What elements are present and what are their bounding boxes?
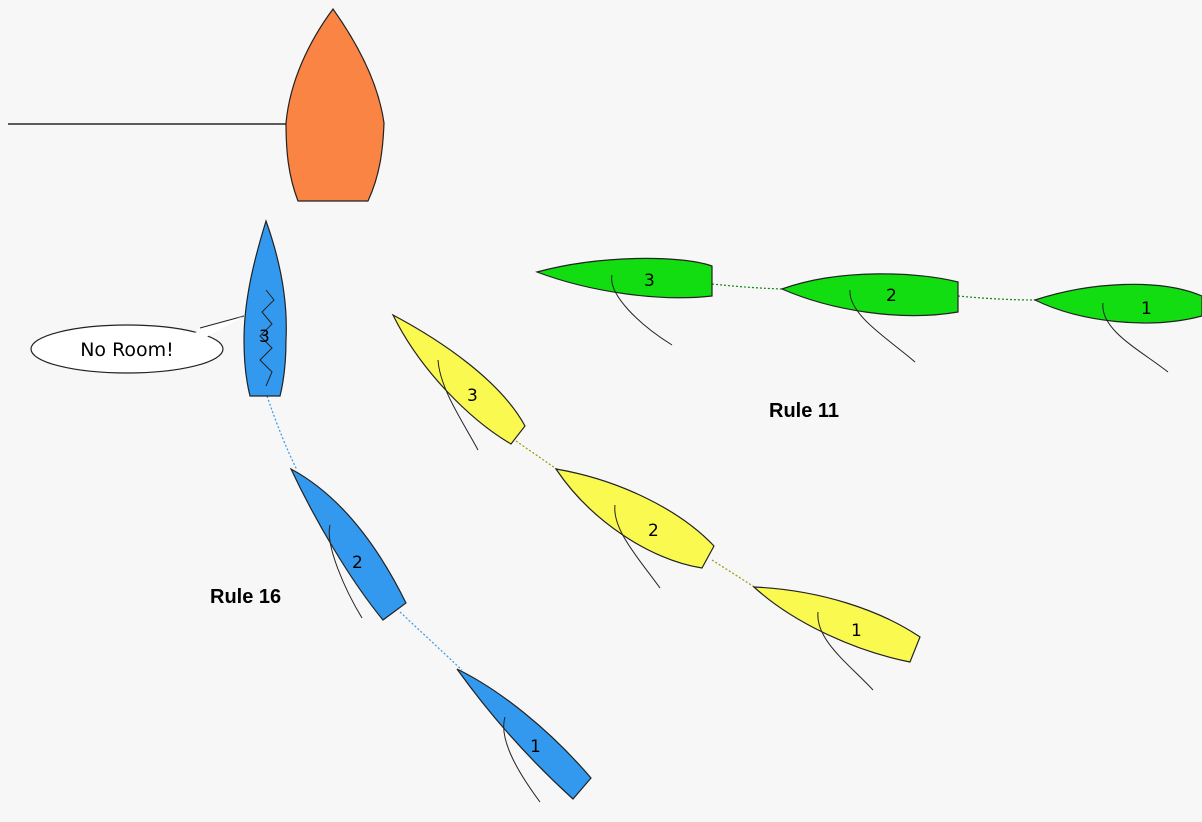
boat-group-blue: 3 2 1 No Room! Rule 16 xyxy=(30,219,592,803)
committee-boat xyxy=(285,7,385,202)
green-connector xyxy=(957,295,1036,301)
boat-number: 2 xyxy=(648,521,659,541)
yellow-boat-2: 2 xyxy=(554,468,715,589)
blue-boat-1: 1 xyxy=(456,668,592,803)
boat-number: 1 xyxy=(1141,299,1152,319)
rule-11-label: Rule 11 xyxy=(769,400,839,422)
no-room-bubble: No Room! xyxy=(30,315,245,374)
boat-number: 1 xyxy=(851,621,862,641)
boat-group-yellow: 3 2 1 xyxy=(391,313,921,691)
boat-number: 2 xyxy=(352,553,363,573)
boat-number: 3 xyxy=(644,271,655,291)
rule-16-label: Rule 16 xyxy=(210,586,281,608)
green-boat-1: 1 xyxy=(1033,283,1202,373)
boat-number: 3 xyxy=(467,386,478,406)
green-boat-3: 3 xyxy=(535,257,713,346)
yellow-boat-1: 1 xyxy=(752,586,921,691)
boat-number: 1 xyxy=(530,737,541,757)
green-connector xyxy=(711,283,783,290)
yellow-boat-3: 3 xyxy=(391,313,526,451)
blue-connector xyxy=(399,611,463,671)
boat-number: 3 xyxy=(259,327,270,347)
bubble-text: No Room! xyxy=(80,339,174,361)
boat-group-green: 3 2 1 Rule 11 xyxy=(535,257,1202,422)
boat-number: 2 xyxy=(886,286,897,306)
blue-connector xyxy=(266,395,298,471)
blue-boat-3: 3 xyxy=(243,219,287,397)
yellow-connector xyxy=(711,559,757,589)
blue-boat-2: 2 xyxy=(289,467,407,621)
green-boat-2: 2 xyxy=(780,273,959,363)
yellow-connector xyxy=(515,440,559,471)
luffing-sail xyxy=(259,289,275,387)
